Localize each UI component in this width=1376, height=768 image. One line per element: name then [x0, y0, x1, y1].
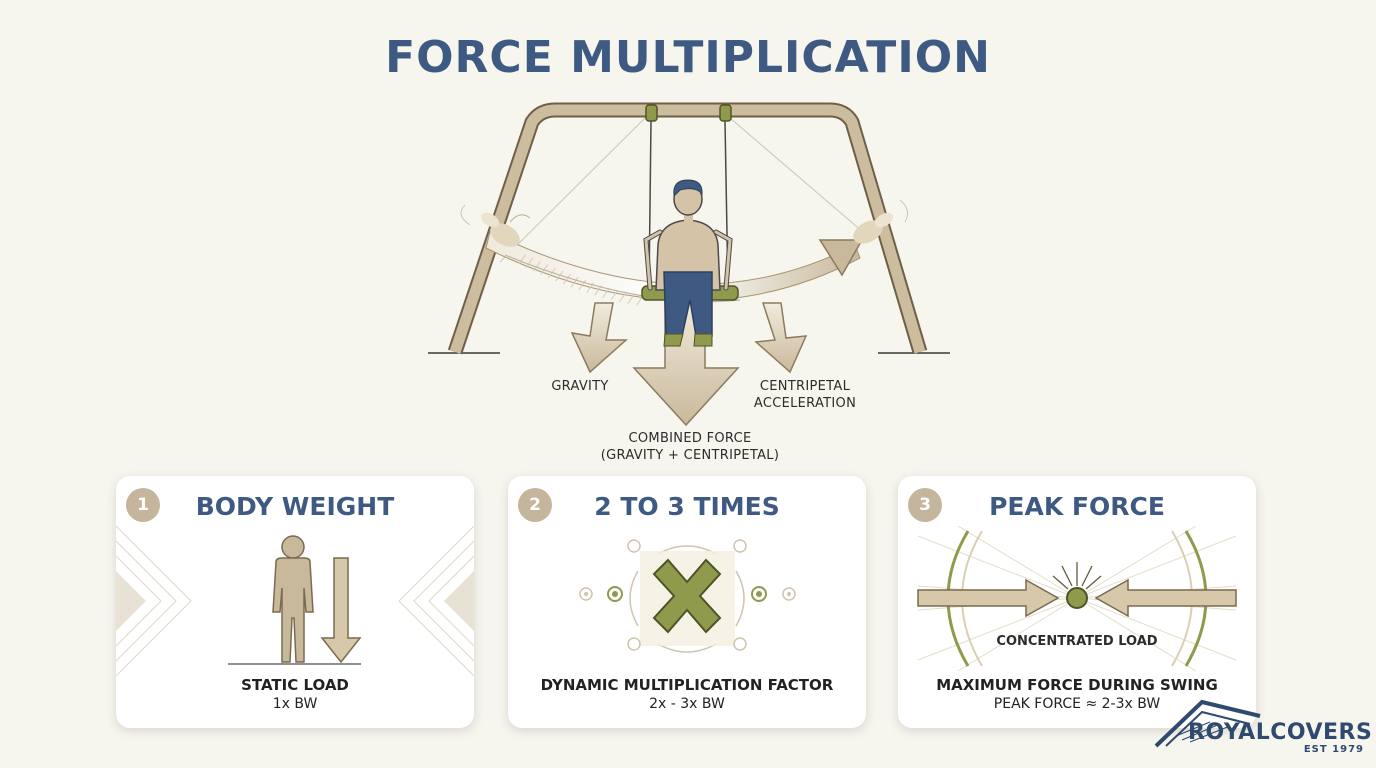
- card-caption: STATIC LOAD 1x BW: [116, 676, 474, 714]
- card-caption-main: MAXIMUM FORCE DURING SWING: [936, 676, 1218, 694]
- child-figure: [643, 179, 733, 347]
- load-down-arrow-icon: [320, 557, 362, 664]
- card-caption-main: STATIC LOAD: [241, 676, 349, 694]
- card-caption-value: 2x - 3x BW: [649, 696, 725, 712]
- card-caption: DYNAMIC MULTIPLICATION FACTOR 2x - 3x BW: [508, 676, 866, 714]
- card-title: 2 TO 3 TIMES: [594, 492, 780, 521]
- force-arrow-right-icon: [1094, 578, 1237, 618]
- card-peak-force: 3 PEAK FORCE CONCENTRATED LOAD MAXIMUM F…: [898, 476, 1256, 728]
- ghost-seat-left: [490, 223, 520, 247]
- card-number-badge: 1: [126, 488, 160, 522]
- royalcovers-logo: ROYALCOVERS EST 1979: [1150, 696, 1372, 762]
- card-number-badge: 3: [908, 488, 942, 522]
- multiply-icon: [640, 551, 735, 646]
- swing-diagram: [428, 102, 950, 427]
- card-title: BODY WEIGHT: [195, 492, 395, 521]
- centripetal-label-line2: ACCELERATION: [753, 396, 857, 411]
- concentrated-load-label: CONCENTRATED LOAD: [996, 634, 1158, 649]
- roof-logo-icon: [1154, 699, 1261, 748]
- card-caption-main: DYNAMIC MULTIPLICATION FACTOR: [540, 676, 834, 694]
- hook-right: [719, 104, 732, 122]
- person-icon: [272, 535, 314, 663]
- combined-force-label: COMBINED FORCE (GRAVITY + CENTRIPETAL): [570, 430, 810, 464]
- chevron-left-decor-icon: [116, 526, 192, 676]
- centripetal-arrow-icon: [754, 302, 808, 374]
- hook-left: [645, 104, 658, 122]
- centripetal-label-line1: CENTRIPETAL: [759, 379, 851, 394]
- page-title: FORCE MULTIPLICATION: [385, 32, 991, 83]
- peak-force-illustration: [917, 526, 1237, 672]
- card-caption: MAXIMUM FORCE DURING SWING PEAK FORCE ≈ …: [898, 676, 1256, 714]
- card-multiplier: 2 2 TO 3 TIMES DYNAMIC MULTIPLICATION FA…: [508, 476, 866, 728]
- combined-force-label-line1: COMBINED FORCE: [628, 431, 752, 446]
- concentrated-load-point-icon: [1066, 587, 1088, 609]
- chevron-right-decor-icon: [398, 526, 474, 676]
- card-caption-value: 1x BW: [272, 696, 318, 712]
- multiplier-illustration: [579, 539, 796, 653]
- card-title: PEAK FORCE: [989, 492, 1165, 521]
- logo-tagline: EST 1979: [1303, 744, 1364, 755]
- centripetal-label: CENTRIPETAL ACCELERATION: [740, 378, 870, 412]
- static-load-illustration: [116, 526, 474, 676]
- logo-name-part2: COVERS: [1270, 720, 1373, 745]
- swing-frame: [447, 102, 928, 355]
- logo-wordmark: ROYALCOVERS: [1188, 720, 1372, 745]
- force-arrow-left-icon: [917, 578, 1060, 618]
- gravity-label: GRAVITY: [551, 379, 609, 394]
- card-body-weight: 1 BODY WEIGHT STATIC LOAD 1x BW: [116, 476, 474, 728]
- card-caption-value: PEAK FORCE ≈ 2-3x BW: [993, 696, 1161, 712]
- arc-arrowhead-icon: [818, 239, 864, 277]
- ghost-seat-right: [853, 220, 883, 244]
- logo-name-part1: ROYAL: [1188, 720, 1271, 745]
- combined-force-label-line2: (GRAVITY + CENTRIPETAL): [600, 448, 780, 463]
- gravity-arrow-icon: [570, 302, 628, 374]
- card-number-badge: 2: [518, 488, 552, 522]
